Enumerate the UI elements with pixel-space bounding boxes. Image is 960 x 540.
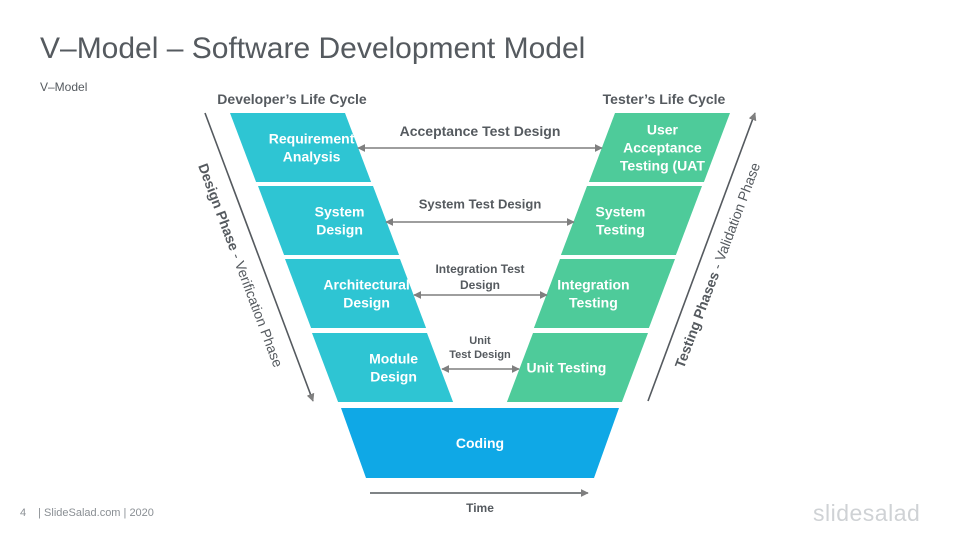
test-design-label: System Test Design (419, 197, 542, 212)
developer-cycle-heading: Developer’s Life Cycle (217, 91, 367, 107)
coding-block (341, 408, 619, 478)
tester-block-shape (588, 113, 730, 182)
testing-phase-arrow (647, 112, 757, 402)
tester-block-label: Unit Testing (526, 359, 606, 375)
test-design-link-2: System Test Design (385, 197, 575, 226)
tester-block-shape (533, 259, 675, 328)
design-phase-arrow (204, 112, 315, 402)
tester-block-shape (506, 333, 648, 402)
tester-block-4: Unit Testing (506, 333, 648, 402)
developer-block-shape (230, 113, 372, 182)
slide-footer: 4 | SlideSalad.com | 2020 (20, 507, 154, 519)
page-number: 4 (20, 507, 27, 519)
coding-label: Coding (456, 435, 504, 451)
slide-subtitle: V–Model (40, 80, 88, 94)
developer-block-shape (312, 333, 454, 402)
developer-block-shape (258, 186, 400, 255)
coding-block-group: Coding (341, 408, 619, 478)
test-design-label: Acceptance Test Design (400, 123, 561, 139)
time-label: Time (466, 501, 494, 515)
footer-text: | SlideSalad.com | 2020 (38, 507, 154, 519)
slidesalad-logo: slidesalad (813, 500, 921, 526)
slide-title: V–Model – Software Development Model (40, 32, 586, 65)
developer-block-shape (285, 259, 427, 328)
test-design-link-1: Acceptance Test Design (357, 123, 603, 152)
tester-block-shape (560, 186, 702, 255)
tester-cycle-heading: Tester’s Life Cycle (603, 91, 726, 107)
